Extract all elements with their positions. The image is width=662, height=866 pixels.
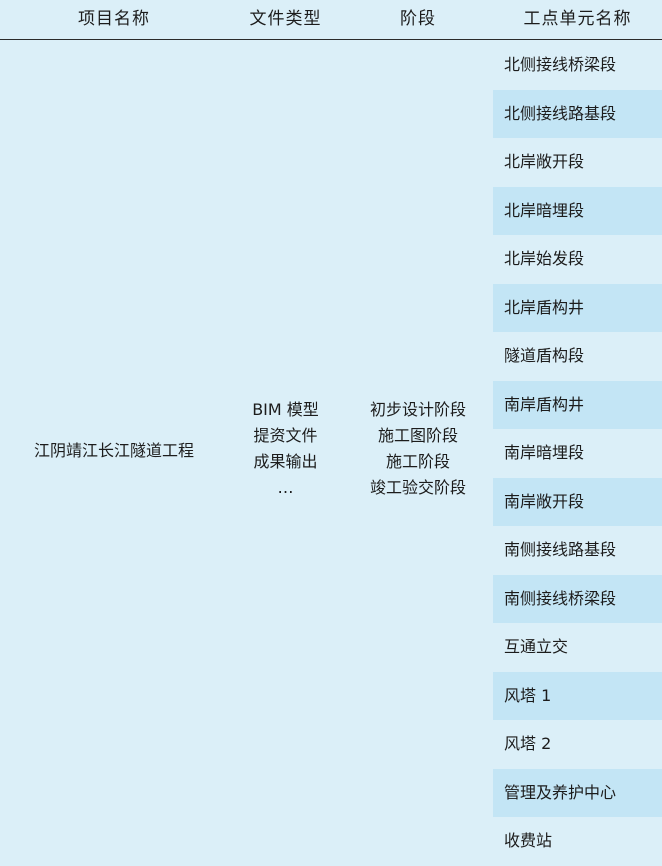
- file-type-item: …: [277, 478, 294, 497]
- unit-row: 收费站: [504, 831, 553, 850]
- unit-column: 北侧接线桥梁段 北侧接线路基段 北岸敞开段 北岸暗埋段 北岸始发段 北岸盾构井 …: [493, 41, 662, 857]
- stage-item: 施工阶段: [385, 452, 450, 471]
- unit-row: 北岸暗埋段: [493, 186, 662, 235]
- unit-row: 南侧接线桥梁段: [493, 574, 662, 623]
- table-body: 江阴靖江长江隧道工程 BIM 模型 提资文件 成果输出 … 初步设计阶段 施工图…: [0, 41, 662, 857]
- unit-row: 南侧接线路基段: [504, 540, 617, 559]
- project-name-cell: 江阴靖江长江隧道工程: [33, 441, 194, 460]
- unit-row: 北侧接线桥梁段: [504, 55, 617, 74]
- stage-item: 初步设计阶段: [369, 400, 466, 419]
- stage-item: 竣工验交阶段: [369, 478, 466, 497]
- header-unit-name: 工点单元名称: [523, 9, 632, 29]
- unit-row: 南岸敞开段: [493, 477, 662, 526]
- header-stage: 阶段: [400, 9, 436, 29]
- file-type-cell: BIM 模型 提资文件 成果输出 …: [228, 41, 343, 857]
- file-type-item: 成果输出: [253, 452, 318, 471]
- table-header: 项目名称 文件类型 阶段 工点单元名称: [0, 0, 662, 40]
- unit-row: 北侧接线路基段: [493, 89, 662, 138]
- unit-row: 北岸始发段: [504, 249, 585, 268]
- unit-row: 管理及养护中心: [493, 768, 662, 817]
- unit-row: 北岸盾构井: [493, 283, 662, 332]
- unit-row: 北岸敞开段: [504, 152, 585, 171]
- stage-item: 施工图阶段: [377, 426, 458, 445]
- unit-row: 互通立交: [504, 637, 569, 656]
- unit-row: 南岸暗埋段: [504, 443, 585, 462]
- header-file-type: 文件类型: [249, 9, 322, 29]
- file-type-item: BIM 模型: [252, 400, 319, 419]
- unit-row: 南岸盾构井: [493, 380, 662, 429]
- unit-row: 风塔 2: [504, 734, 552, 753]
- unit-row: 隧道盾构段: [504, 346, 585, 365]
- unit-row: 风塔 1: [493, 671, 662, 720]
- stage-cell: 初步设计阶段 施工图阶段 施工阶段 竣工验交阶段: [343, 41, 493, 857]
- file-type-item: 提资文件: [253, 426, 318, 445]
- header-project-name: 项目名称: [78, 9, 150, 29]
